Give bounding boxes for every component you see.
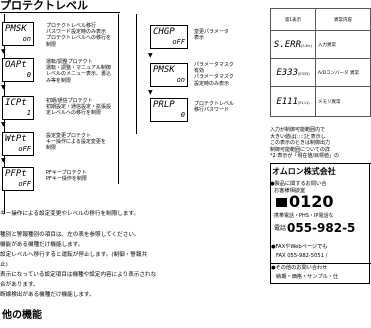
display-oapt: OAPt 0 bbox=[2, 58, 34, 82]
table-header: 異常内容 bbox=[315, 8, 371, 31]
other-contact: 納期・価格・サンプル・仕 bbox=[276, 274, 339, 280]
display-icpt: ICPt 1 bbox=[2, 96, 34, 120]
contact-lines: ●製品に関するお問い合 お客様相談室 bbox=[270, 181, 327, 194]
display-wtpt: WtPt oFF bbox=[2, 132, 34, 156]
divider bbox=[270, 163, 371, 164]
display-pfpt: PFPt oFF bbox=[2, 167, 34, 191]
display-oapt-label: 運転/調整プロテクト運転・調整・マニュアル制御レベルのメニュー表示、書込み等を制… bbox=[46, 59, 112, 84]
table-header: 第1表示 bbox=[270, 8, 316, 31]
right-panel: 第1表示 異常内容 S.ERR(S.Err) 入力異常 E333(E333) A… bbox=[270, 0, 371, 328]
display-pmsk-label: プロテクトレベル移行パスワード設定時のみ表示プロテクトレベルへの移行を制限 bbox=[46, 23, 112, 48]
other-contact: ●その他のお問い合わせ bbox=[271, 265, 328, 271]
phone-label: 電話 bbox=[274, 225, 287, 232]
paragraph-line: 種別と警報種別の項目は、左の表を参照してください。 bbox=[0, 232, 140, 238]
display-pmsk-right: PMSK on bbox=[150, 63, 188, 87]
arrow-down-icon: ▼ bbox=[1, 84, 6, 91]
company-name: オムロン株式会社 bbox=[272, 167, 336, 176]
display-pmsk-right-label: パラメータマスク有効パラメータマスク設定時のみ表示 bbox=[194, 62, 234, 87]
section-heading-other: 他の機能 bbox=[2, 310, 42, 321]
display-pmsk: PMSK on bbox=[2, 22, 34, 46]
arrow-down-icon: ▼ bbox=[1, 48, 6, 55]
fax-number: FAX 055-982-5051 / bbox=[276, 253, 328, 259]
table-row: S.ERR(S.Err) 入力異常 bbox=[270, 30, 371, 59]
paragraph-line: 止) bbox=[0, 262, 8, 268]
freedial-number: 0120 bbox=[289, 192, 334, 211]
error-table: 第1表示 異常内容 S.ERR(S.Err) 入力異常 E333(E333) A… bbox=[270, 8, 371, 117]
display-chgp-label: 変更パラメータ表示 bbox=[194, 29, 229, 42]
heading-underline bbox=[0, 12, 120, 13]
paragraph-line: 機能がある機種だけ機能します。 bbox=[0, 242, 84, 248]
phone-number: 055-982-5 bbox=[287, 221, 356, 235]
connector-line bbox=[136, 14, 137, 134]
display-wtpt-label: 設定変更プロテクトキー操作による設定変更を制限 bbox=[46, 133, 106, 152]
display-icpt-label: 初期/通信プロテクト初期設定・通信設定・拡張設定レベルへの移行を制限 bbox=[46, 98, 112, 117]
footnote: キー操作による設定変更やレベルの移行を制限します。 bbox=[0, 211, 140, 217]
paragraph-line: 合があります。 bbox=[0, 282, 39, 288]
display-prlp-label: プロテクトレベル移行パスワード bbox=[194, 101, 235, 114]
paragraph-line: 表示になっている設定項目は機種や設定内容により表示されな bbox=[0, 272, 157, 278]
table-row: E333(E333) A/Dコンバータ 異常 bbox=[270, 58, 371, 87]
fax-line: ●FAXやWebページでも bbox=[271, 244, 328, 250]
paragraph-line: 断線検出がある機種だけ機能します。 bbox=[0, 292, 95, 298]
section-heading: プロテクトレベル bbox=[0, 0, 88, 12]
table-row: E111(E111) メモリ異常 bbox=[270, 86, 371, 117]
connector-line bbox=[118, 14, 119, 184]
display-chgp: CHGP oFF bbox=[150, 25, 188, 49]
contact-box-border bbox=[270, 164, 370, 284]
arrow-down-icon: ▼ bbox=[148, 52, 153, 59]
note-block: 入力が制御可能範囲内で 大きい値は[::::]と表示し この表示のときは制御出力… bbox=[270, 127, 340, 159]
display-prlp: PRLP 0 bbox=[150, 98, 188, 122]
freedial-icon bbox=[276, 198, 287, 207]
paragraph-line: 設定レベルへ移行すると運転が停止します。(制御・警報共 bbox=[0, 252, 148, 258]
arrow-down-icon: ▼ bbox=[1, 121, 6, 128]
mobile-note: 携帯電話・PHS・IP電話な bbox=[274, 213, 334, 219]
arrow-down-icon: ▼ bbox=[148, 89, 153, 96]
divider bbox=[270, 263, 371, 264]
left-panel: プロテクトレベル PMSK on プロテクトレベル移行パスワード設定時のみ表示プ… bbox=[0, 0, 235, 321]
arrow-down-icon: ▼ bbox=[1, 157, 6, 164]
